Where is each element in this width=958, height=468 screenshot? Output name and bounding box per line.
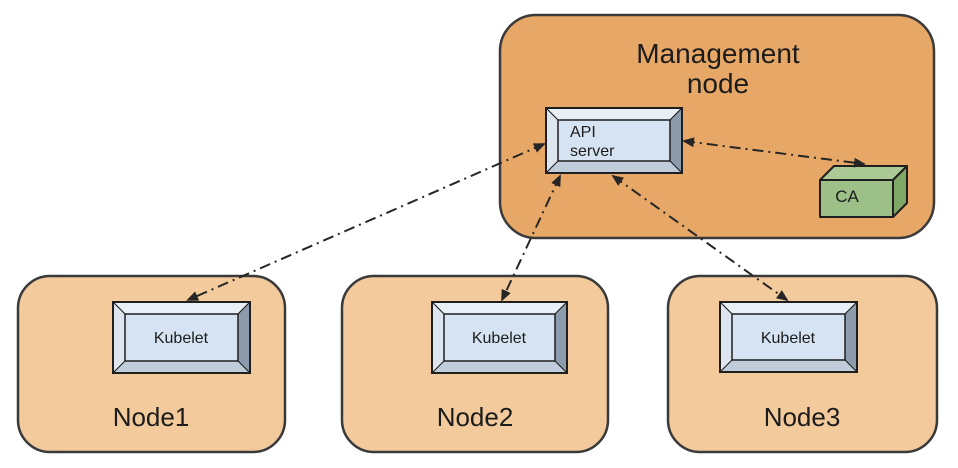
kubelet2-bevel-top xyxy=(430,301,569,315)
management-node-title-line2: node xyxy=(687,68,749,99)
kubelet1-outline xyxy=(112,301,251,374)
management-node-title-line1: Management xyxy=(636,38,800,69)
kubelet2-label: Kubelet xyxy=(472,330,527,347)
kubelet3-box: Kubelet xyxy=(718,300,859,374)
kubelet3-label: Kubelet xyxy=(761,330,816,347)
kubelet2-bevel-bottom xyxy=(430,360,569,374)
api-server-bevel-bottom xyxy=(544,160,684,174)
kubelet3-bevel-bottom xyxy=(718,359,859,373)
api-server-label-line2: server xyxy=(570,143,615,160)
kubelet1-bevel-bottom xyxy=(111,360,252,374)
ca-label: CA xyxy=(835,187,859,206)
arrows xyxy=(186,137,866,302)
kubelet1-label: Kubelet xyxy=(154,330,209,347)
kubelet3-face xyxy=(731,313,846,361)
kubelet2-face xyxy=(443,313,556,362)
kubelet3-outline xyxy=(719,301,858,373)
kubelet2-outline xyxy=(431,301,568,374)
api-server-face xyxy=(557,119,671,162)
kubelet3-bevel-top xyxy=(718,301,859,315)
kubelet1-face xyxy=(124,313,239,362)
node3-label: Node3 xyxy=(764,402,841,432)
kubelet1-box: Kubelet xyxy=(111,300,252,375)
arrow-api-kubelet1 xyxy=(186,143,546,301)
ca-box: CA xyxy=(819,165,908,218)
node2-label: Node2 xyxy=(437,402,514,432)
api-server-outline xyxy=(545,107,683,174)
api-server-box: API server xyxy=(544,106,684,175)
ca-front-face xyxy=(819,179,894,218)
kubelet1-bevel-top xyxy=(111,301,252,315)
api-server-label-line1: API xyxy=(570,124,596,141)
arrow-api-kubelet3 xyxy=(611,174,789,302)
arrow-api-ca xyxy=(682,137,866,168)
api-server-bevel-top xyxy=(544,107,684,121)
node1-label: Node1 xyxy=(113,402,190,432)
kubelet2-box: Kubelet xyxy=(430,300,569,375)
